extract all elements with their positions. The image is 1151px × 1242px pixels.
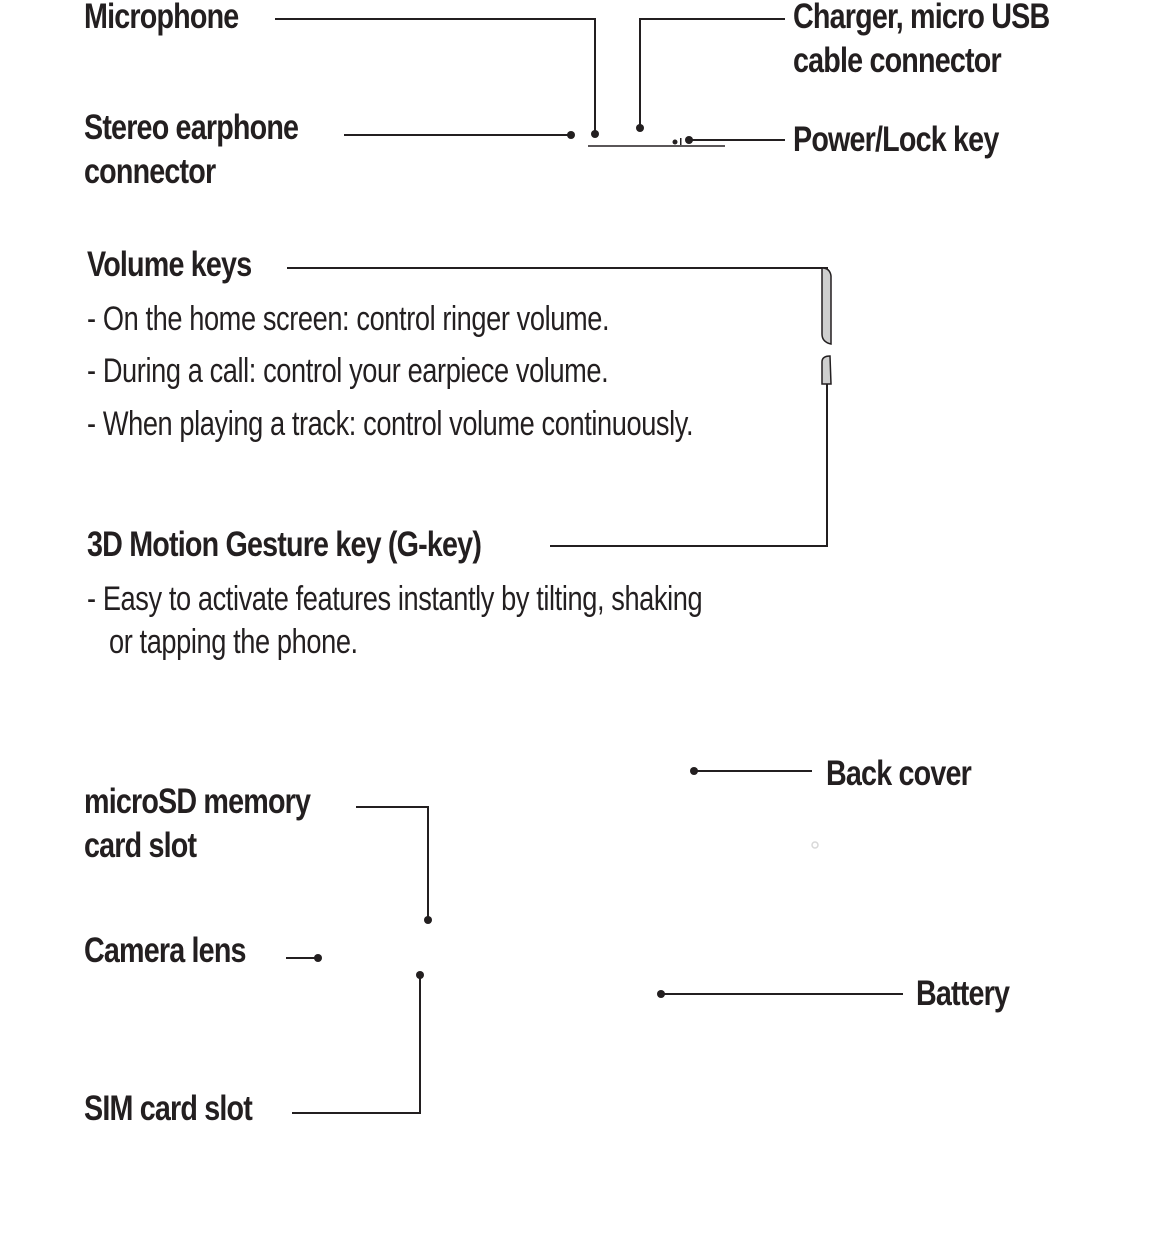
microphone-dot: [591, 130, 599, 138]
volume-item-1: - On the home screen: control ringer vol…: [87, 300, 610, 338]
volume-item-2: - During a call: control your earpiece v…: [87, 352, 609, 390]
gkey-item-1: - Easy to activate features instantly by…: [87, 580, 703, 618]
earphone-label-line2: connector: [84, 152, 216, 191]
earphone-label-line1: Stereo earphone: [84, 108, 299, 147]
charger-label-line2: cable connector: [793, 41, 1002, 80]
charger-leader: [639, 18, 785, 128]
charger-label-line1: Charger, micro USB: [793, 0, 1050, 36]
microphone-leader: [275, 18, 596, 134]
gkey-leader: [550, 378, 828, 547]
faint-mark: [811, 841, 819, 849]
battery-label: Battery: [916, 974, 1010, 1013]
gkey-shape: [821, 355, 832, 385]
camera-lens-label: Camera lens: [84, 931, 247, 970]
charger-dot: [636, 124, 644, 132]
sim-slot-label: SIM card slot: [84, 1089, 253, 1128]
back-cover-dot: [690, 767, 698, 775]
microsd-dot: [424, 916, 432, 924]
battery-dot: [657, 990, 665, 998]
sim-dot: [416, 971, 424, 979]
power-dot: [685, 136, 693, 144]
earphone-dot: [567, 131, 575, 139]
gkey-title: 3D Motion Gesture key (G-key): [87, 525, 482, 564]
gkey-item-2: or tapping the phone.: [109, 623, 358, 661]
volume-item-3: - When playing a track: control volume c…: [87, 405, 694, 443]
camera-dot: [314, 954, 322, 962]
top-edge-icons: [672, 138, 682, 145]
microsd-label-line1: microSD memory: [84, 782, 311, 821]
sim-leader: [292, 976, 421, 1114]
back-cover-label: Back cover: [826, 754, 972, 793]
microsd-label-line2: card slot: [84, 826, 197, 865]
volume-keys-title: Volume keys: [87, 245, 252, 284]
volume-key-shape: [821, 267, 832, 345]
microphone-label: Microphone: [84, 0, 239, 36]
power-lock-label: Power/Lock key: [793, 120, 999, 159]
microsd-leader: [356, 806, 429, 920]
